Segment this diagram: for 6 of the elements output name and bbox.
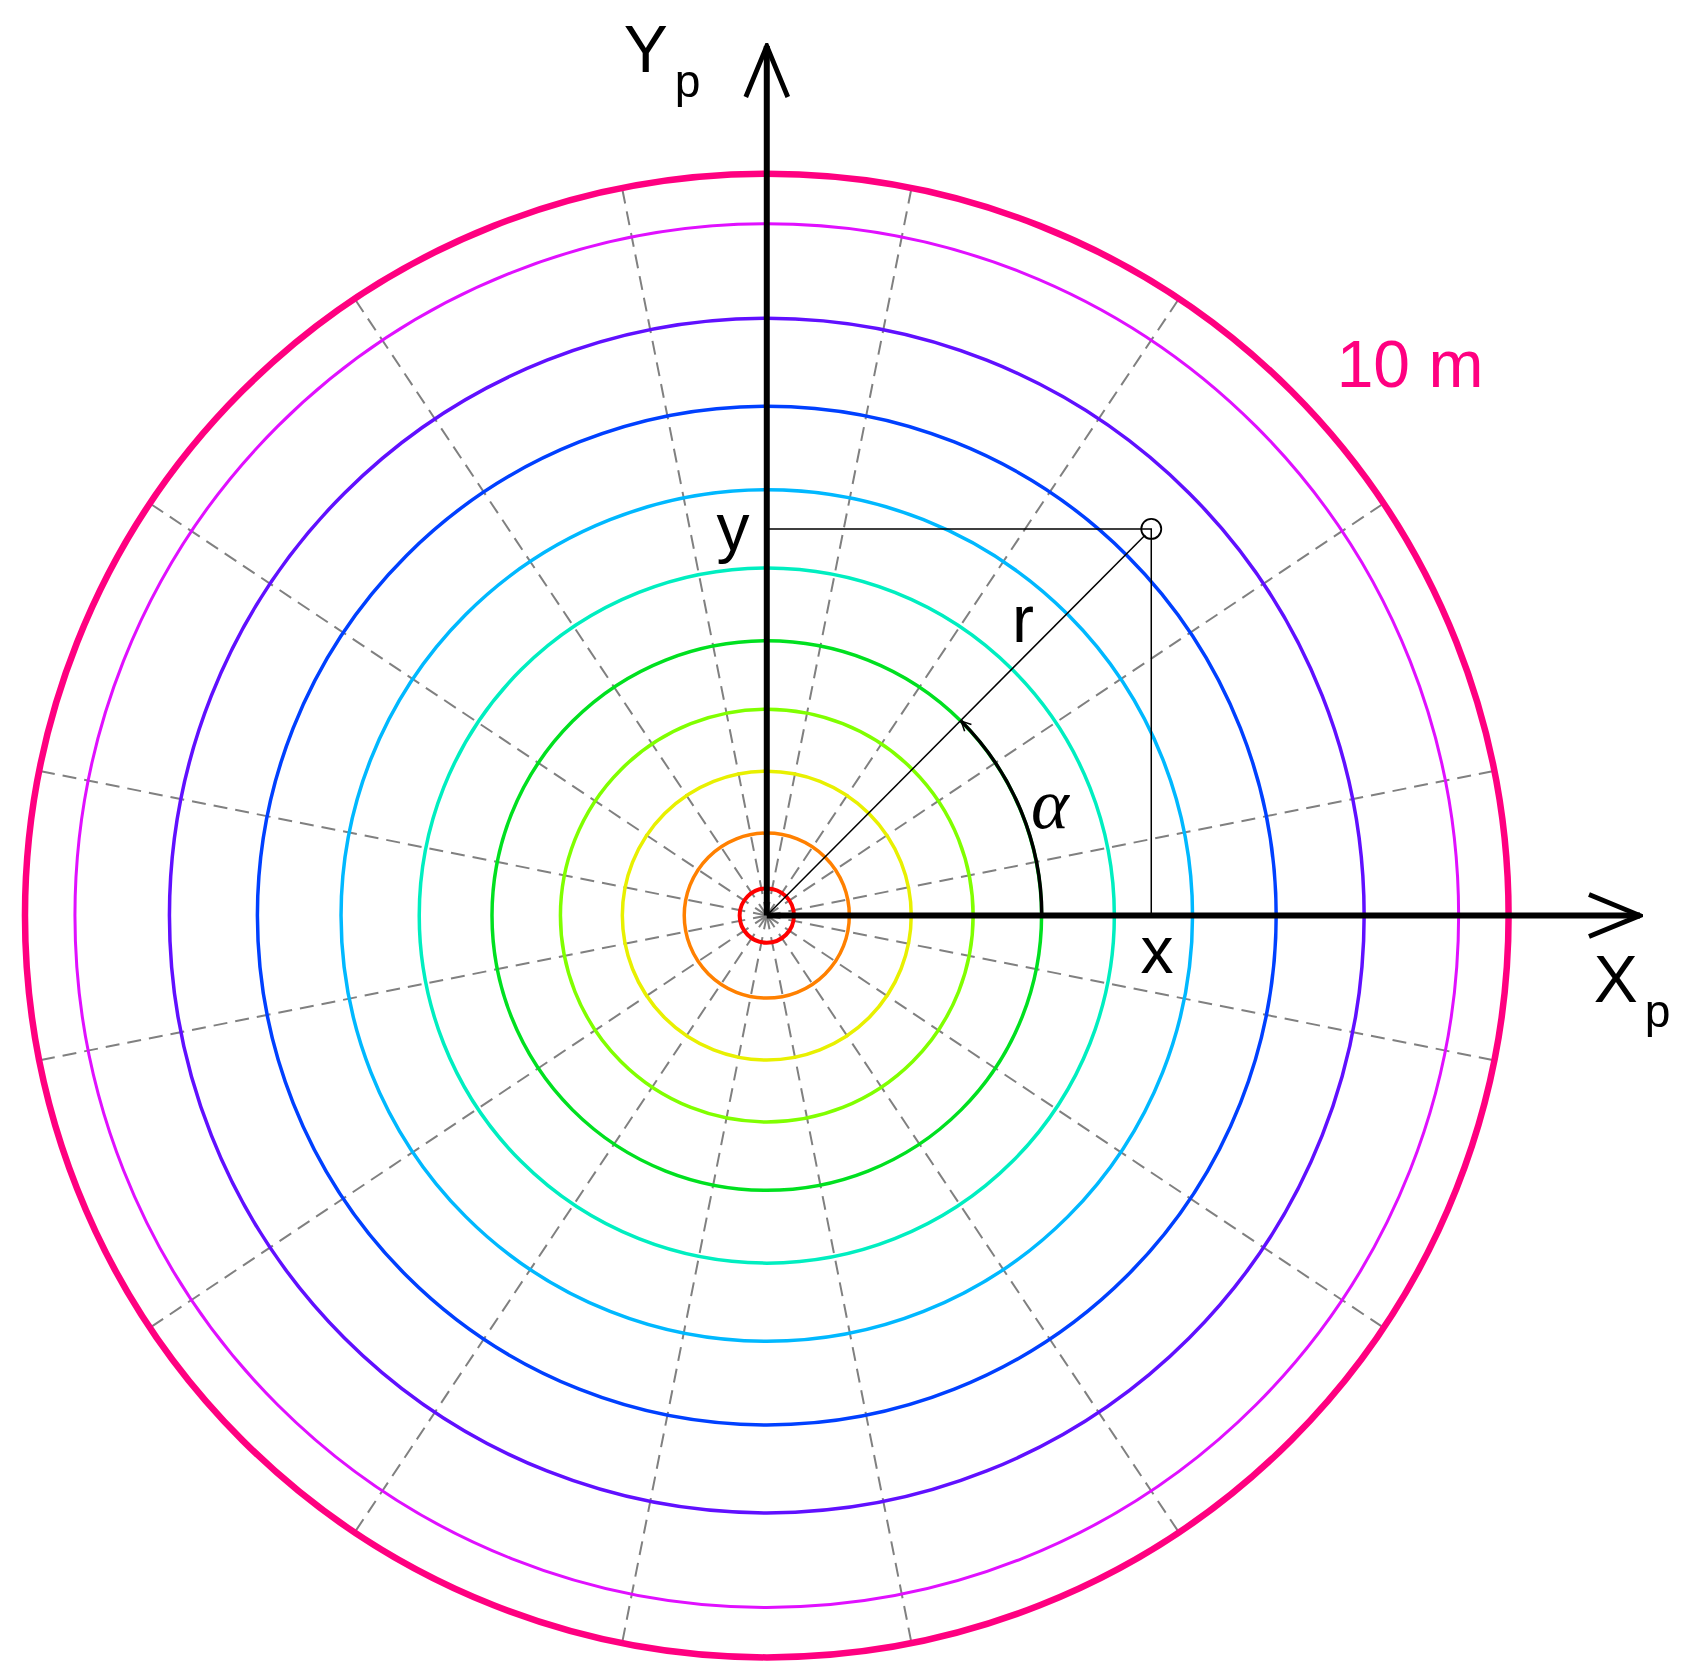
coordinate-label: x xyxy=(1140,917,1174,983)
range-label: 10 m xyxy=(1336,331,1484,397)
axis-label: Y$_{p}$ xyxy=(623,15,701,105)
angle-label: α xyxy=(1031,768,1069,840)
axis-label: X$_{p}$ xyxy=(1593,945,1671,1035)
radius-label: r xyxy=(1012,586,1034,652)
